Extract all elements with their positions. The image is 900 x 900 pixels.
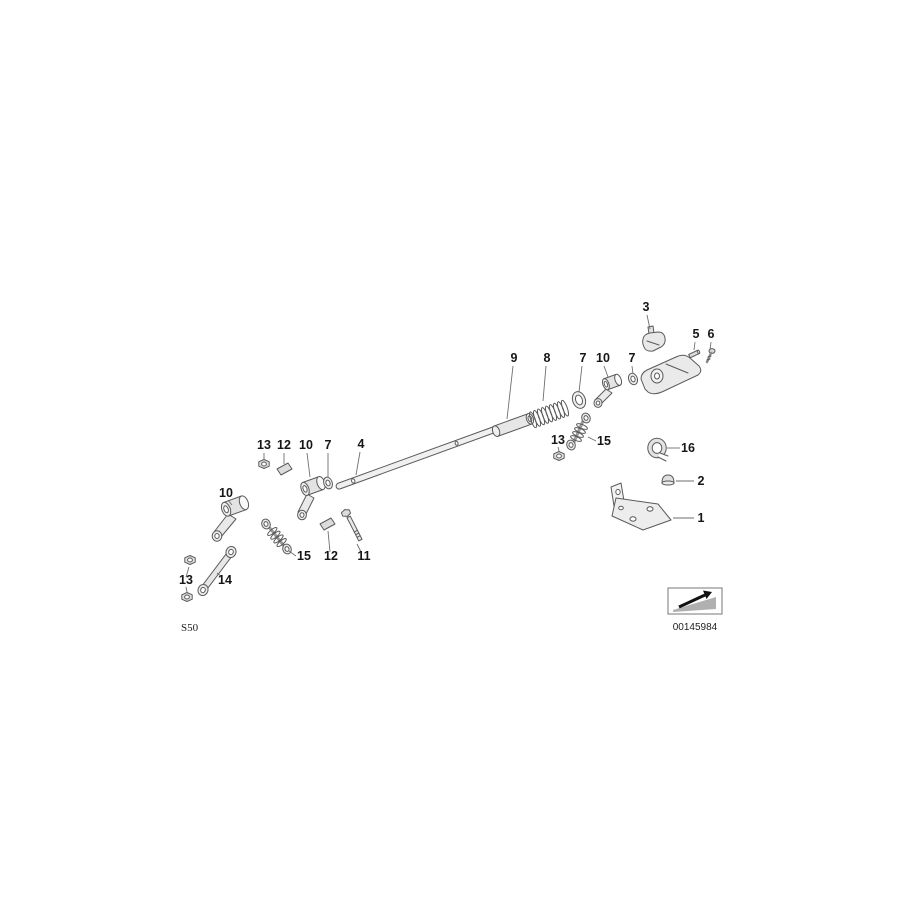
part-nut-13-d	[181, 592, 193, 602]
part-label-10-6: 10	[596, 351, 610, 365]
part-label-6-2: 6	[708, 327, 715, 341]
part-lever-10-middle	[297, 476, 326, 521]
part-spring-link-15-left	[261, 518, 292, 555]
part-wedge-12-lower	[319, 517, 336, 531]
part-label-9-3: 9	[511, 351, 518, 365]
part-housing-body	[640, 354, 702, 395]
leader-line-13	[185, 586, 188, 593]
part-label-3-0: 3	[643, 300, 650, 314]
part-label-12-20: 12	[324, 549, 338, 563]
leader-line-7	[578, 365, 583, 393]
part-label-2-16: 2	[698, 474, 705, 488]
part-bolt-11	[340, 509, 363, 542]
leader-line-9	[506, 365, 514, 420]
part-label-1-17: 1	[698, 511, 705, 525]
leader-line-13	[185, 566, 190, 578]
part-nut-13-c	[184, 555, 196, 565]
part-spring-link-15-right	[566, 412, 591, 451]
doc-change-icon	[667, 587, 723, 615]
part-label-10-10: 10	[299, 438, 313, 452]
leader-line-6	[709, 341, 712, 351]
part-label-13-22: 13	[179, 573, 193, 587]
part-label-10-18: 10	[219, 486, 233, 500]
leader-line-11	[356, 543, 362, 553]
leader-line-10	[306, 452, 311, 478]
leader-line-7	[631, 365, 634, 375]
part-clamp-16	[647, 437, 671, 463]
part-lever-10-far-left	[211, 495, 250, 542]
image-number-label: 00145984	[673, 622, 718, 633]
part-label-11-21: 11	[357, 549, 370, 563]
part-clip-3	[642, 325, 666, 352]
part-ring-7	[571, 391, 587, 409]
part-link-14	[197, 545, 237, 597]
leader-line-8	[542, 365, 547, 402]
part-label-13-8: 13	[257, 438, 271, 452]
part-washer-7-left	[323, 476, 333, 490]
part-label-7-5: 7	[580, 351, 587, 365]
part-screw-6	[705, 348, 716, 364]
part-label-4-12: 4	[358, 437, 365, 451]
part-nut-13-a	[258, 459, 270, 469]
part-washer-7-right	[627, 372, 639, 386]
part-label-13-13: 13	[551, 433, 565, 447]
part-label-15-14: 15	[597, 434, 611, 448]
part-label-7-7: 7	[629, 351, 636, 365]
leader-line-13	[557, 446, 560, 452]
leader-line-10	[227, 499, 233, 506]
part-nut-13-b	[553, 451, 565, 461]
part-label-12-9: 12	[277, 438, 291, 452]
part-screw-5	[688, 349, 701, 359]
part-lever-10-upper	[593, 373, 623, 408]
part-label-14-23: 14	[218, 573, 232, 587]
part-rod-4	[335, 423, 505, 490]
part-label-8-4: 8	[544, 351, 551, 365]
leader-line-5	[693, 341, 696, 351]
part-spring-8	[528, 399, 570, 429]
leader-line-12	[327, 530, 331, 553]
part-tube-9	[491, 413, 535, 437]
part-bracket-1	[610, 482, 672, 531]
part-wedge-12-upper	[276, 462, 293, 476]
part-label-16-15: 16	[681, 441, 695, 455]
leader-line-10	[603, 365, 609, 378]
part-label-7-11: 7	[325, 438, 332, 452]
leader-line-3	[646, 314, 651, 330]
part-label-5-1: 5	[693, 327, 700, 341]
part-label-15-19: 15	[297, 549, 311, 563]
leader-line-15	[288, 550, 297, 557]
leader-line-4	[355, 451, 361, 476]
model-code-label: S50	[181, 622, 199, 634]
part-cap-2	[661, 474, 675, 486]
leader-line-14	[216, 572, 223, 578]
leader-line-15	[587, 436, 597, 442]
